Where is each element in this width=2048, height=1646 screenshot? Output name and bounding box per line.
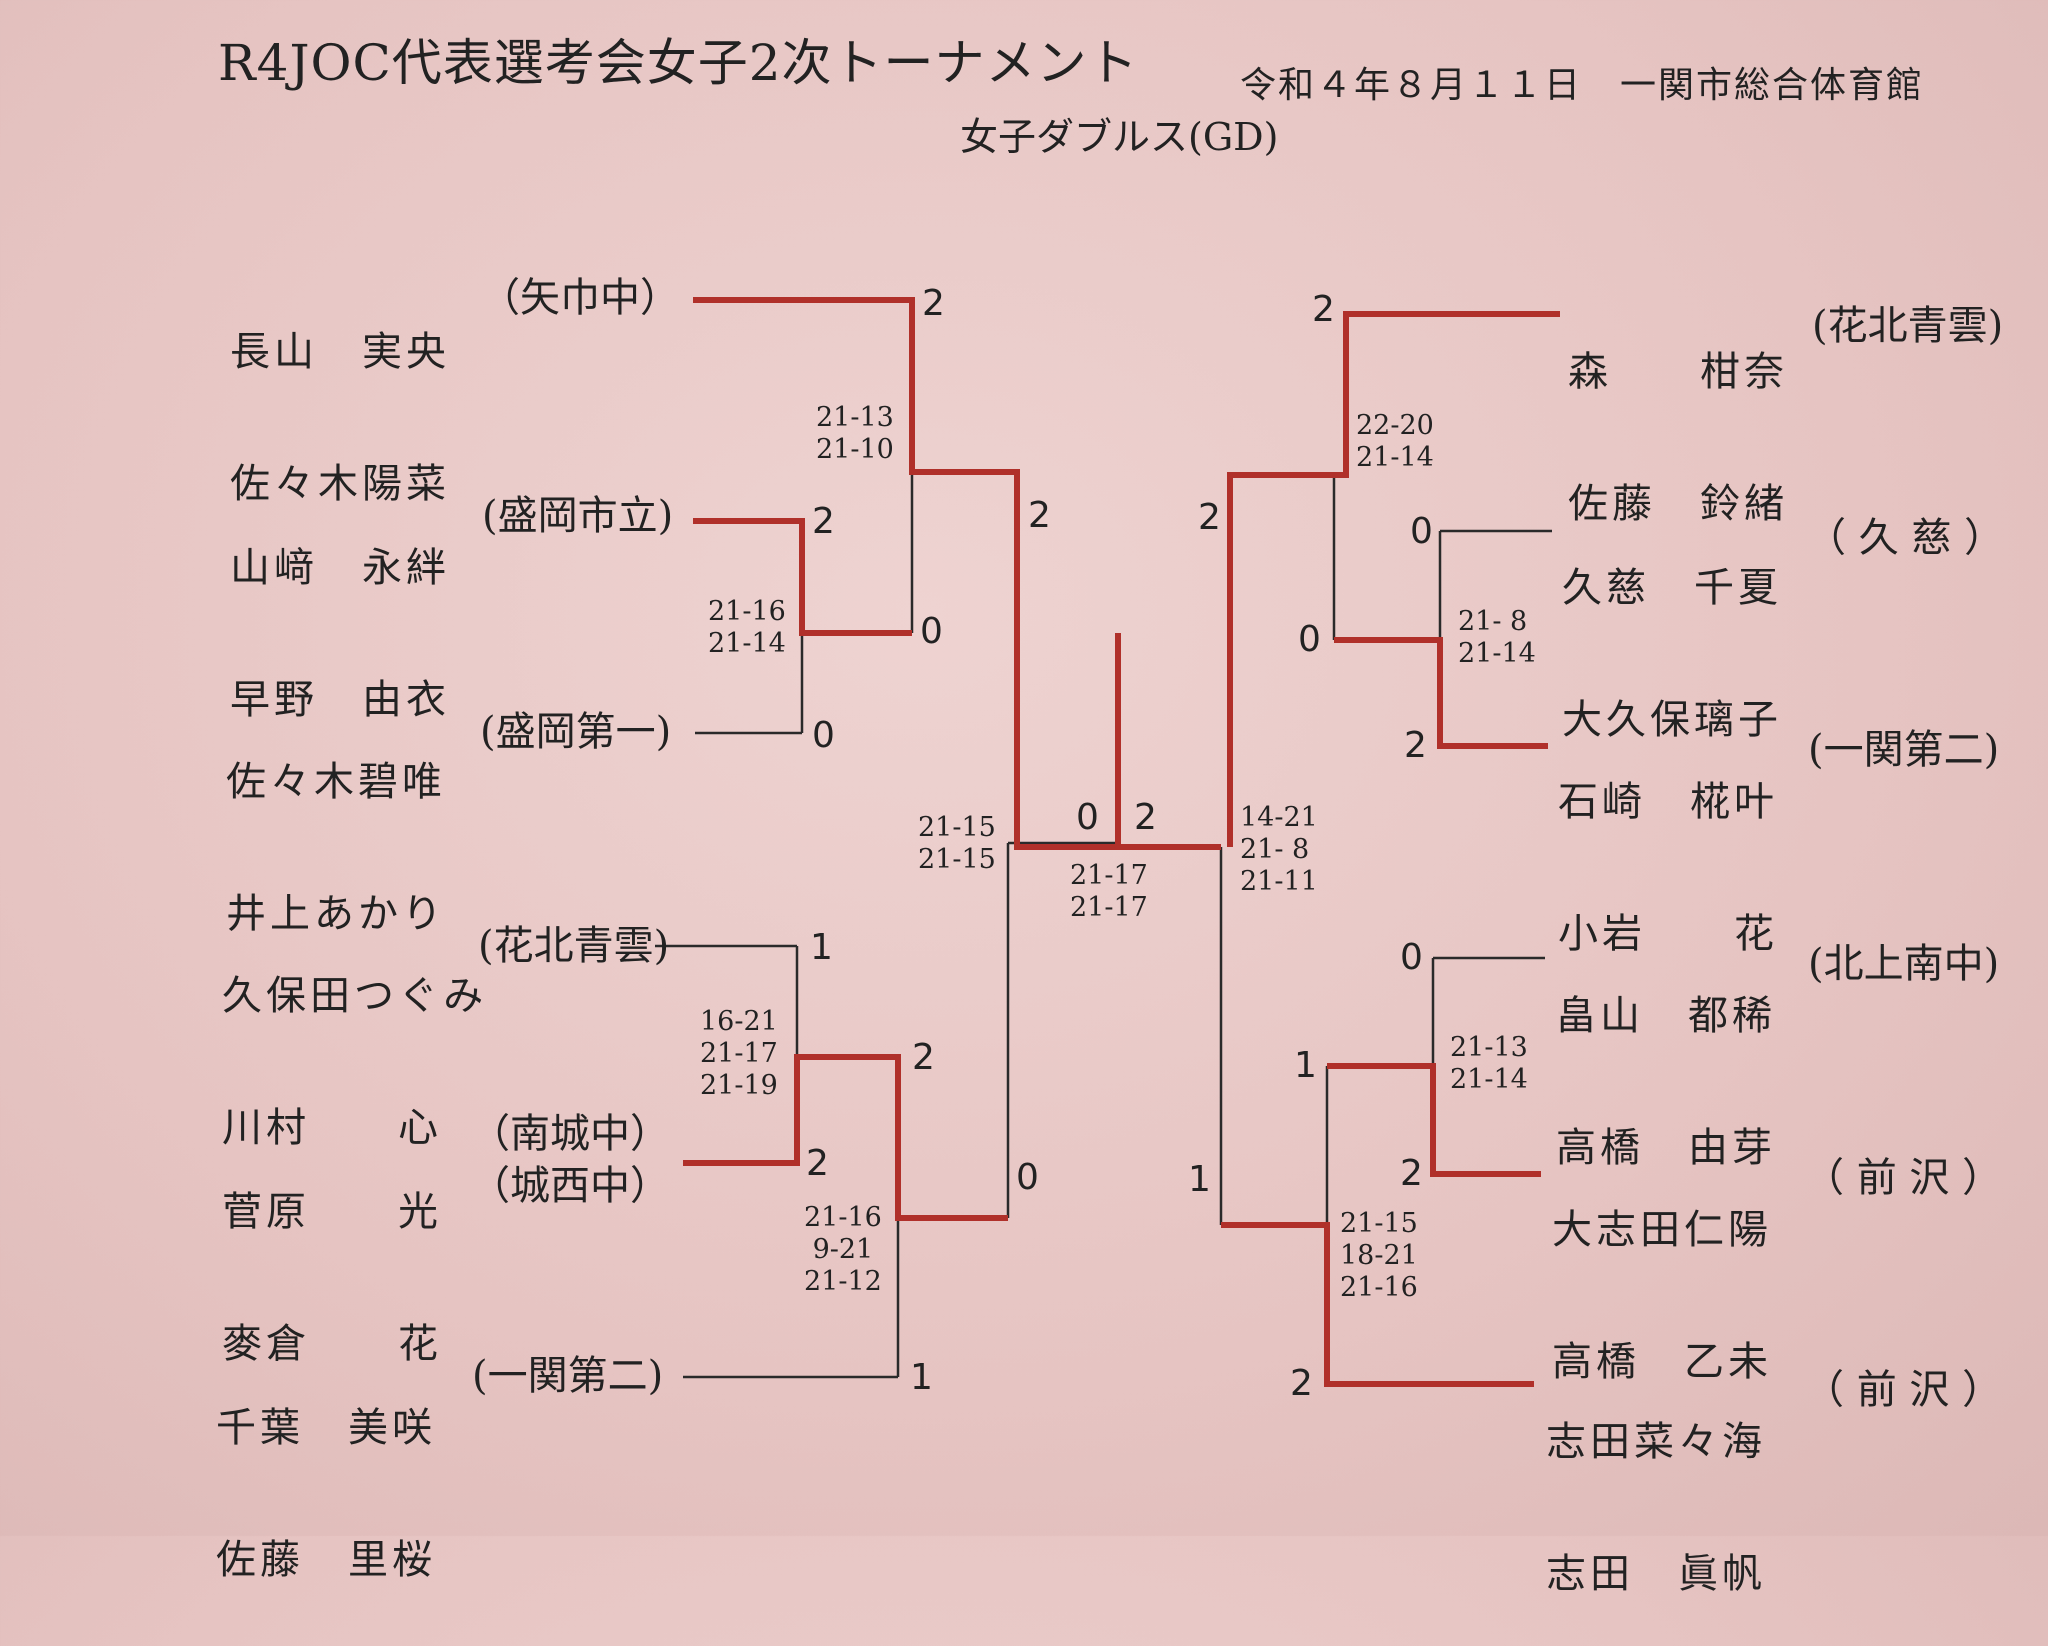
left-pair-1-player-2: 佐々木陽菜 [230, 461, 450, 507]
left-pair-2-player-2: 早野 由衣 [230, 677, 450, 723]
score-r6: 2 [1290, 1363, 1313, 1404]
right-pair-4-school: (北上南中) [1808, 941, 2000, 987]
left-pair-4-player-1: 久保田つぐみ [222, 973, 488, 1019]
right-pair-3-school: (一関第二) [1808, 727, 2000, 773]
win-r3 [1334, 637, 1548, 749]
left-pair-4: 久保田つぐみ 川村 心 [222, 896, 487, 1200]
score-l45: 2 [912, 1037, 935, 1078]
score-l456: 0 [1016, 1157, 1039, 1198]
right-pair-4-player-2: 高橋 由芽 [1556, 1125, 1776, 1171]
score-r3: 2 [1404, 725, 1427, 766]
left-pair-6-school: (一関第二) [472, 1353, 664, 1399]
sets-r456: 21-15 18-21 21-16 [1340, 1208, 1418, 1303]
left-pair-3: 佐々木碧唯 井上あかり [226, 682, 446, 986]
sets-right-final: 14-21 21- 8 21-11 [1240, 802, 1318, 897]
score-r45: 1 [1294, 1045, 1317, 1086]
left-pair-1: 長山 実央 佐々木陽菜 [230, 252, 450, 556]
score-r123: 2 [1198, 497, 1221, 538]
score-r1: 2 [1312, 289, 1335, 330]
right-pair-1-player-1: 森 柑奈 [1568, 349, 1788, 395]
score-l1: 2 [922, 283, 945, 324]
left-pair-2-player-1: 山﨑 永絆 [230, 545, 450, 591]
left-pair-1-school: （矢巾中） [480, 275, 680, 321]
page-title: R4JOC代表選考会女子2次トーナメント [218, 34, 1139, 92]
sets-final: 21-17 21-17 [1070, 860, 1148, 923]
win-l2 [693, 518, 912, 636]
win-r1 [1227, 311, 1560, 847]
score-r4: 0 [1400, 937, 1423, 978]
left-pair-2-school: (盛岡市立) [482, 493, 674, 539]
left-pair-3-player-2: 井上あかり [226, 891, 446, 937]
right-pair-2-player-2: 大久保璃子 [1562, 697, 1782, 743]
bracket-lines [655, 297, 1560, 1387]
score-r5: 2 [1400, 1153, 1423, 1194]
right-pair-4-player-1: 畠山 都稀 [1556, 993, 1776, 1039]
score-r23: 0 [1298, 619, 1321, 660]
left-pair-5-school-2: （城西中） [470, 1163, 670, 1209]
sets-left-final: 21-15 21-15 [918, 812, 996, 875]
left-pair-6-player-1: 千葉 美咲 [216, 1405, 436, 1451]
score-l4: 1 [810, 927, 833, 968]
right-pair-3: 石崎 椛叶 小岩 花 [1558, 702, 1778, 1006]
win-r5 [1327, 1063, 1541, 1177]
date-venue: 令和４年８月１１日 一関市総合体育館 [1240, 65, 1925, 106]
win-r6 [1221, 1222, 1534, 1387]
right-pair-2-player-1: 久慈 千夏 [1562, 565, 1782, 611]
right-pair-1: 森 柑奈 佐藤 鈴緒 [1568, 272, 1788, 576]
sets-l456: 21-16 9-21 21-12 [804, 1202, 882, 1297]
left-pair-1-player-1: 長山 実央 [230, 329, 450, 375]
right-pair-6: 志田菜々海 志田 眞帆 [1546, 1342, 1766, 1646]
sets-r23: 21- 8 21-14 [1458, 606, 1536, 669]
left-pair-4-school: (花北青雲) [478, 923, 670, 969]
sets-r45: 21-13 21-14 [1450, 1032, 1528, 1095]
sets-l123: 21-13 21-10 [816, 402, 894, 465]
right-pair-2: 久慈 千夏 大久保璃子 [1562, 488, 1782, 792]
right-pair-3-player-1: 石崎 椛叶 [1558, 779, 1778, 825]
right-pair-2-school: （ 久 慈 ） [1806, 515, 2005, 561]
win-l1 [693, 297, 1118, 850]
score-r2: 0 [1410, 511, 1433, 552]
right-pair-3-player-2: 小岩 花 [1558, 911, 1778, 957]
score-semi-right: 2 [1134, 797, 1157, 838]
event-name: 女子ダブルス(GD) [960, 115, 1279, 159]
right-pair-6-player-2: 志田 眞帆 [1546, 1551, 1766, 1597]
score-l5: 2 [806, 1143, 829, 1184]
right-pair-6-school: （ 前 沢 ） [1804, 1367, 2003, 1413]
score-l3: 0 [812, 715, 835, 756]
win-l5 [683, 1054, 1008, 1221]
score-l12: 2 [1028, 495, 1051, 536]
sets-l23: 21-16 21-14 [708, 596, 786, 659]
sets-r123: 22-20 21-14 [1356, 410, 1434, 473]
right-pair-6-player-1: 志田菜々海 [1546, 1419, 1766, 1465]
left-pair-5-player-1: 菅原 光 [222, 1189, 442, 1235]
left-pair-5: 菅原 光 麥倉 花 [222, 1112, 442, 1416]
win-semi [1115, 633, 1221, 850]
left-pair-3-player-1: 佐々木碧唯 [226, 759, 446, 805]
right-pair-4: 畠山 都稀 高橋 由芽 [1556, 916, 1776, 1220]
score-l6: 1 [910, 1357, 933, 1398]
left-pair-2: 山﨑 永絆 早野 由衣 [230, 468, 450, 772]
score-l23: 0 [920, 611, 943, 652]
right-pair-5-player-1: 大志田仁陽 [1552, 1207, 1772, 1253]
right-pair-5: 大志田仁陽 高橋 乙未 [1552, 1130, 1772, 1434]
left-pair-3-school: (盛岡第一) [480, 709, 672, 755]
score-l2: 2 [812, 501, 835, 542]
left-pair-6: 千葉 美咲 佐藤 里桜 [216, 1328, 436, 1632]
left-pair-4-player-2: 川村 心 [222, 1105, 442, 1151]
right-pair-5-school: （ 前 沢 ） [1804, 1155, 2003, 1201]
right-pair-5-player-2: 高橋 乙未 [1552, 1339, 1772, 1385]
left-pair-5-player-2: 麥倉 花 [222, 1321, 442, 1367]
score-r456: 1 [1188, 1159, 1211, 1200]
right-pair-1-school: (花北青雲) [1812, 303, 2004, 349]
left-pair-6-player-2: 佐藤 里桜 [216, 1537, 436, 1583]
left-pair-5-school: （南城中） [470, 1111, 670, 1157]
sets-l45: 16-21 21-17 21-19 [700, 1006, 778, 1101]
right-pair-1-player-2: 佐藤 鈴緒 [1568, 481, 1788, 527]
score-semi-left: 0 [1076, 797, 1099, 838]
